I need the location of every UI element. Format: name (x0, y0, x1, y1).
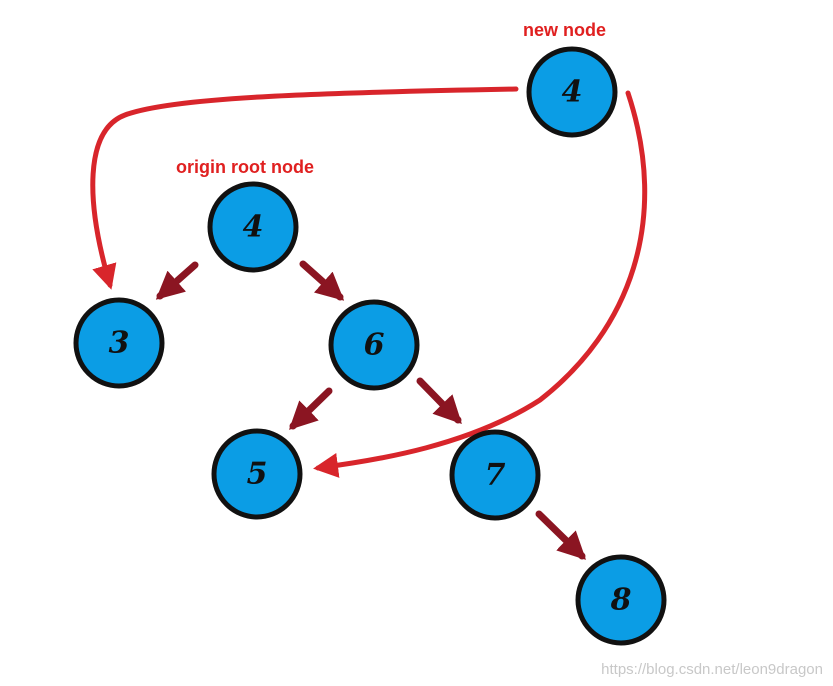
node-root-circle (207, 181, 299, 273)
edge-new-root-to-3 (90, 86, 519, 290)
node-5-circle (211, 428, 303, 520)
node-root: 4 (207, 181, 299, 273)
node-7-circle (449, 429, 541, 521)
node-8-label: 8 (610, 583, 632, 618)
node-3: 3 (73, 297, 165, 389)
edge-root-to-3 (155, 261, 199, 300)
edge-7-to-8 (535, 510, 587, 560)
watermark: https://blog.csdn.net/leon9dragon (601, 661, 823, 678)
node-7: 7 (449, 429, 541, 521)
new-edges (90, 86, 648, 478)
node-6-label: 6 (364, 328, 385, 363)
node-6: 6 (328, 299, 420, 391)
node-8-circle (575, 554, 667, 646)
node-3-label: 3 (109, 326, 130, 361)
node-8: 8 (575, 554, 667, 646)
node-new-root-label: 4 (562, 75, 583, 110)
new-node-annotation: new node (523, 20, 607, 40)
origin-root-annotation: origin root node (176, 157, 314, 177)
node-5-label: 5 (247, 457, 268, 492)
node-new-root: 4 (526, 46, 618, 138)
node-6-circle (328, 299, 420, 391)
node-5: 5 (211, 428, 303, 520)
node-3-circle (73, 297, 165, 389)
node-root-label: 4 (243, 210, 264, 245)
edge-6-to-5 (288, 387, 333, 430)
node-7-label: 7 (485, 458, 506, 493)
node-new-root-circle (526, 46, 618, 138)
original-edges (155, 260, 587, 560)
edge-6-to-7 (416, 377, 462, 425)
edge-new-root-to-5 (313, 90, 648, 478)
edge-root-to-6 (299, 260, 345, 301)
